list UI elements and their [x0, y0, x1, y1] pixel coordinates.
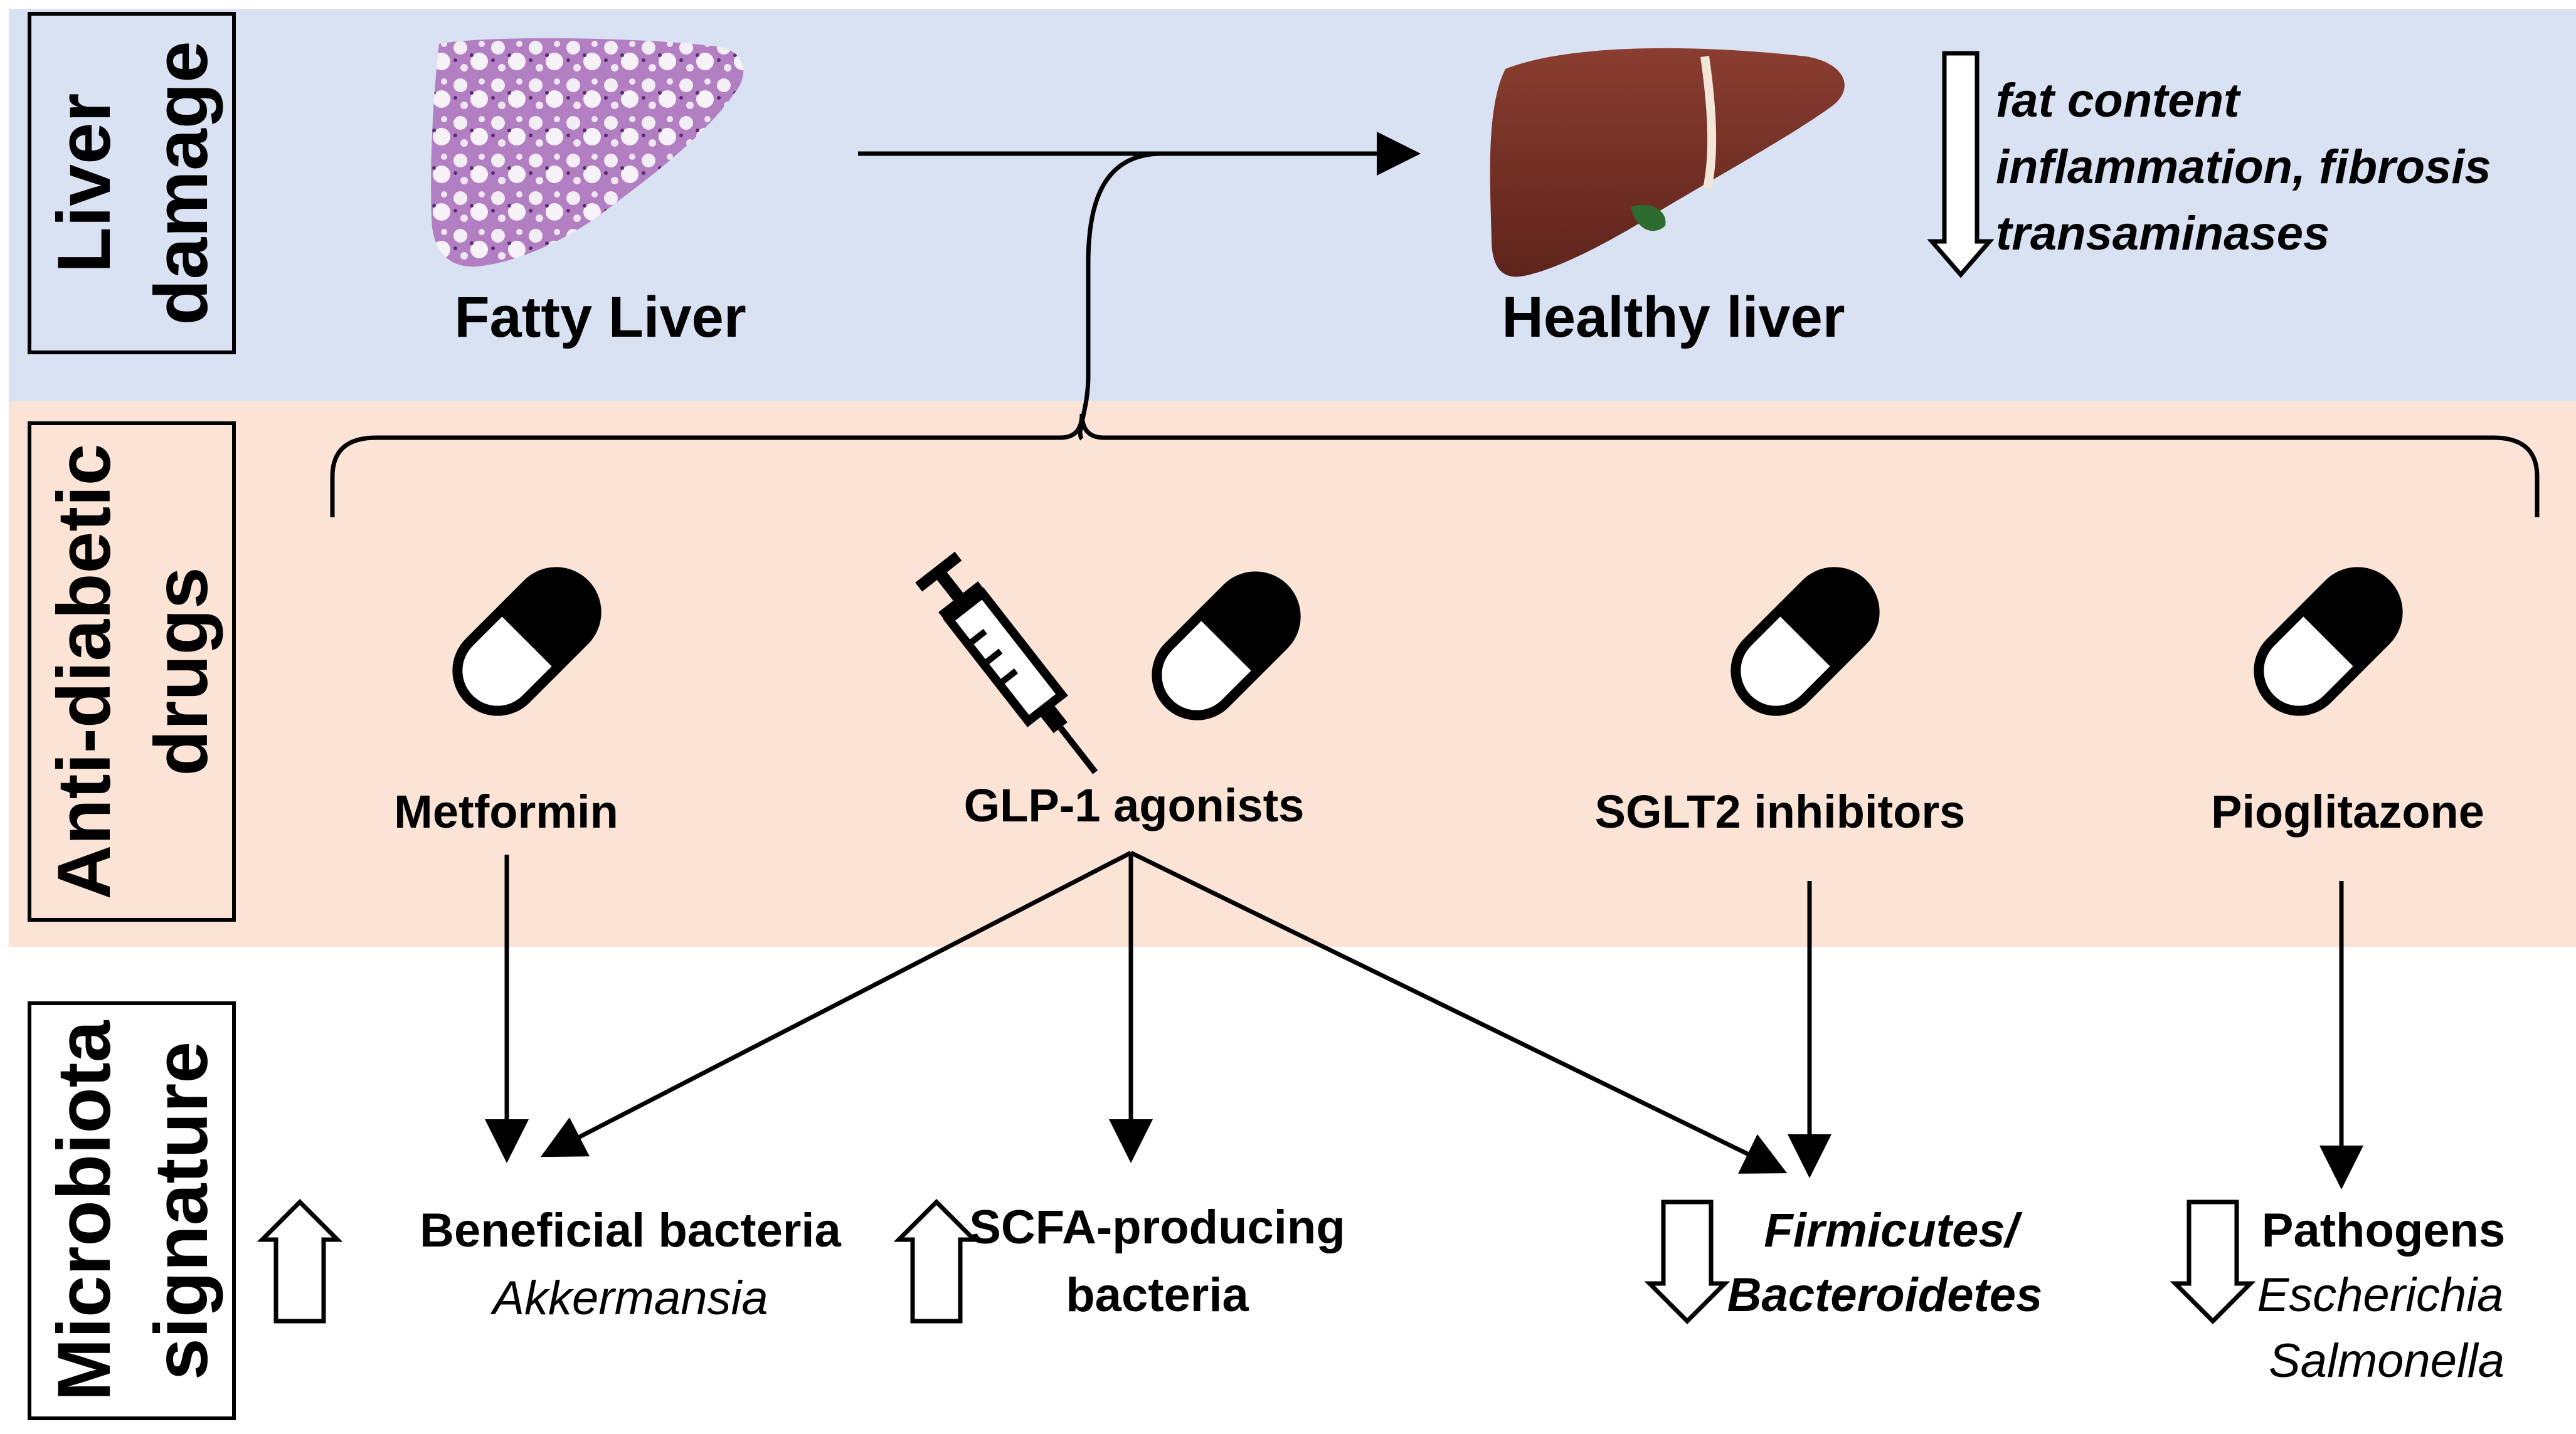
drug-sglt2-label: SGLT2 inhibitors — [1595, 786, 1966, 838]
liver-band — [9, 9, 2576, 401]
liver-effect-fat: fat content — [1996, 74, 2241, 127]
microbiota-band-label-line2: signature — [139, 1041, 223, 1380]
sglt2-capsule-icon — [1731, 567, 1880, 716]
bacteroidetes-label: Bacteroidetes — [1727, 1268, 2043, 1322]
scfa-bacteria-label: bacteria — [1066, 1268, 1249, 1322]
drugs-band-label: Anti-diabetic drugs — [28, 421, 236, 922]
salmonella-label: Salmonella — [2269, 1334, 2504, 1388]
liver-effect-transaminases: transaminases — [1996, 207, 2330, 260]
liver-band-label-line2: damage — [139, 41, 223, 325]
liver-effect-inflammation: inflammation, fibrosis — [1996, 140, 2491, 194]
arrow-glp1-to-beneficial — [540, 850, 1132, 1157]
glp1-capsule-icon — [1152, 571, 1301, 720]
microbiota-band — [9, 947, 2576, 1434]
pathogens-down-arrow — [2170, 1199, 2256, 1324]
drug-pioglitazone-label: Pioglitazone — [2211, 786, 2484, 838]
drugs-brace — [330, 413, 2540, 517]
drug-glp1-label: GLP-1 agonists — [964, 779, 1305, 831]
microbiota-band-label: Microbiota signature — [28, 1001, 236, 1420]
escherichia-label: Escherichia — [2257, 1268, 2504, 1322]
pioglitazone-capsule-icon — [2254, 567, 2403, 716]
metformin-capsule-icon — [452, 567, 602, 716]
drug-metformin-label: Metformin — [394, 786, 618, 838]
liver-band-label: Liver damage — [28, 12, 236, 354]
scfa-producing-label: SCFA-producing — [969, 1201, 1345, 1254]
drugs-band — [9, 401, 2576, 947]
fatty-liver-label: Fatty Liver — [454, 285, 746, 349]
akkermansia-label: Akkermansia — [490, 1272, 768, 1325]
healthy-liver-image — [1490, 48, 1845, 277]
drugs-band-label-line1: Anti-diabetic — [42, 444, 126, 900]
scfa-up-arrow — [893, 1199, 980, 1324]
beneficial-bacteria-label: Beneficial bacteria — [420, 1204, 841, 1257]
beneficial-up-arrow — [257, 1199, 343, 1324]
glp1-syringe-icon — [915, 551, 1098, 774]
firmicutes-label: Firmicutes/ — [1764, 1204, 2022, 1257]
liver-effects-down-arrow — [1927, 51, 1995, 278]
microbiota-band-label-line1: Microbiota — [42, 1020, 126, 1401]
pathogens-label: Pathogens — [2262, 1204, 2506, 1257]
healthy-liver-label: Healthy liver — [1502, 285, 1845, 349]
fatty-liver-image — [431, 38, 744, 267]
arrow-glp1-to-firmicutes — [1130, 850, 1788, 1174]
firmicutes-down-arrow — [1644, 1199, 1731, 1324]
liver-band-label-line1: Liver — [42, 93, 126, 273]
drugs-band-label-line2: drugs — [139, 567, 223, 776]
